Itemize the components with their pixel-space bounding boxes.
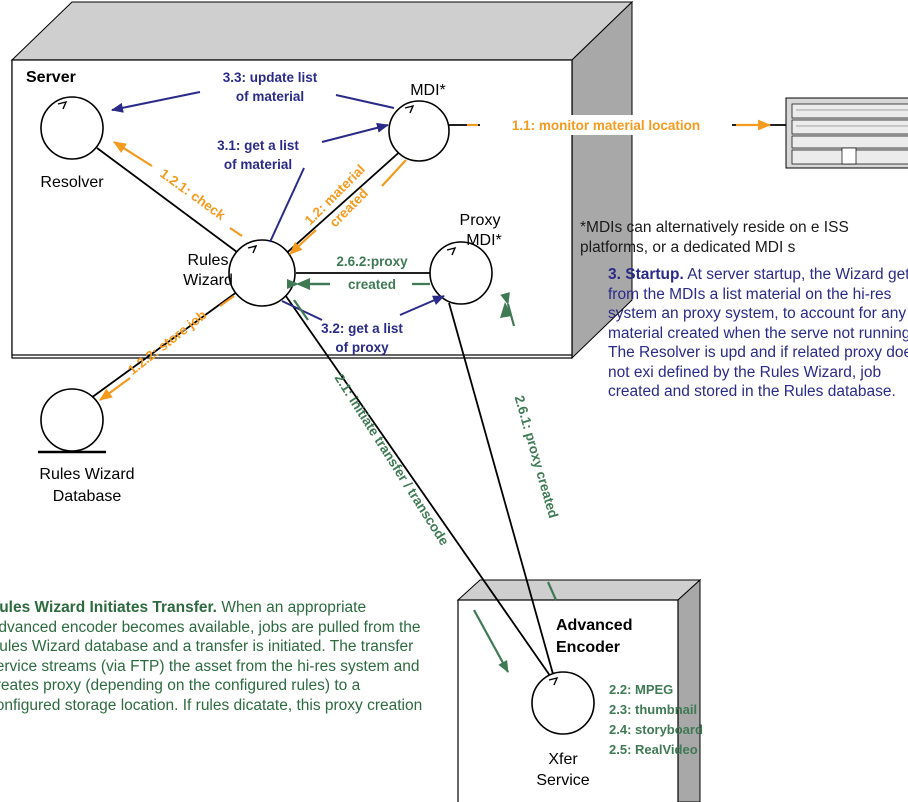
mdi-note-text: *MDIs can alternatively reside on e ISS … — [580, 219, 849, 256]
encoder-item-thumbnail: 2.3: thumbnail — [609, 702, 697, 717]
startup-description: 3. Startup. At server startup, the Wizar… — [608, 265, 908, 402]
node-rules-wizard — [229, 240, 295, 306]
flow-2-1-label: 2.1: initiate transfer / transcode — [332, 371, 453, 548]
flow-3-1-label-1: 3.1: get a list — [217, 138, 299, 153]
transfer-body: When an appropriate Advanced encoder bec… — [0, 599, 422, 714]
node-xfer-service — [532, 672, 594, 734]
database-label-1: Rules Wizard — [39, 466, 134, 483]
flow-3-2-label-1: 3.2: get a list — [321, 321, 403, 336]
encoder-item-mpeg: 2.2: MPEG — [609, 682, 673, 697]
node-database — [38, 389, 106, 452]
node-mdi — [389, 101, 449, 161]
storage-device-icon — [786, 98, 908, 168]
flow-3-3-label-2: of material — [236, 89, 304, 104]
flow-2-6-1-label: 2.6.1: proxy created — [512, 394, 561, 520]
flow-2-6-2-label-2: created — [348, 277, 396, 292]
rules-wizard-label-2: Wizard — [183, 272, 233, 289]
transfer-description: Rules Wizard Initiates Transfer. When an… — [0, 598, 428, 715]
flow-3-1-label-2: of material — [224, 157, 292, 172]
flow-3-2-label-2: of proxy — [335, 340, 389, 355]
flow-1-1-label: 1.1: monitor material location — [512, 118, 700, 133]
xfer-label-1: Xfer — [548, 751, 578, 768]
proxy-mdi-label-1: Proxy — [460, 212, 501, 229]
xfer-label-2: Service — [536, 772, 589, 789]
flow-2-6-2-label-1: 2.6.2:proxy — [336, 254, 408, 269]
encoder-title-1: Advanced — [556, 617, 632, 634]
startup-heading: 3. Startup. — [608, 266, 684, 283]
server-front — [12, 60, 572, 355]
resolver-label: Resolver — [40, 174, 104, 191]
transfer-heading: Rules Wizard Initiates Transfer. — [0, 599, 217, 616]
proxy-mdi-label-2: MDI* — [466, 232, 502, 249]
encoder-title-2: Encoder — [556, 639, 620, 656]
mdi-label: MDI* — [410, 82, 446, 99]
rules-wizard-label-1: Rules — [188, 252, 229, 269]
flow-3-3-label-1: 3.3: update list — [223, 70, 318, 85]
startup-body: At server startup, the Wizard gets from … — [608, 266, 908, 400]
node-proxy-mdi — [430, 242, 492, 304]
server-title: Server — [26, 69, 76, 86]
encoder-item-storyboard: 2.4: storyboard — [609, 722, 703, 737]
mdi-note: *MDIs can alternatively reside on e ISS … — [580, 218, 908, 258]
encoder-item-realvideo: 2.5: RealVideo — [609, 742, 698, 757]
database-label-2: Database — [53, 488, 122, 505]
flow-1-1: 1.1: monitor material location — [467, 115, 770, 135]
node-resolver — [41, 97, 103, 159]
